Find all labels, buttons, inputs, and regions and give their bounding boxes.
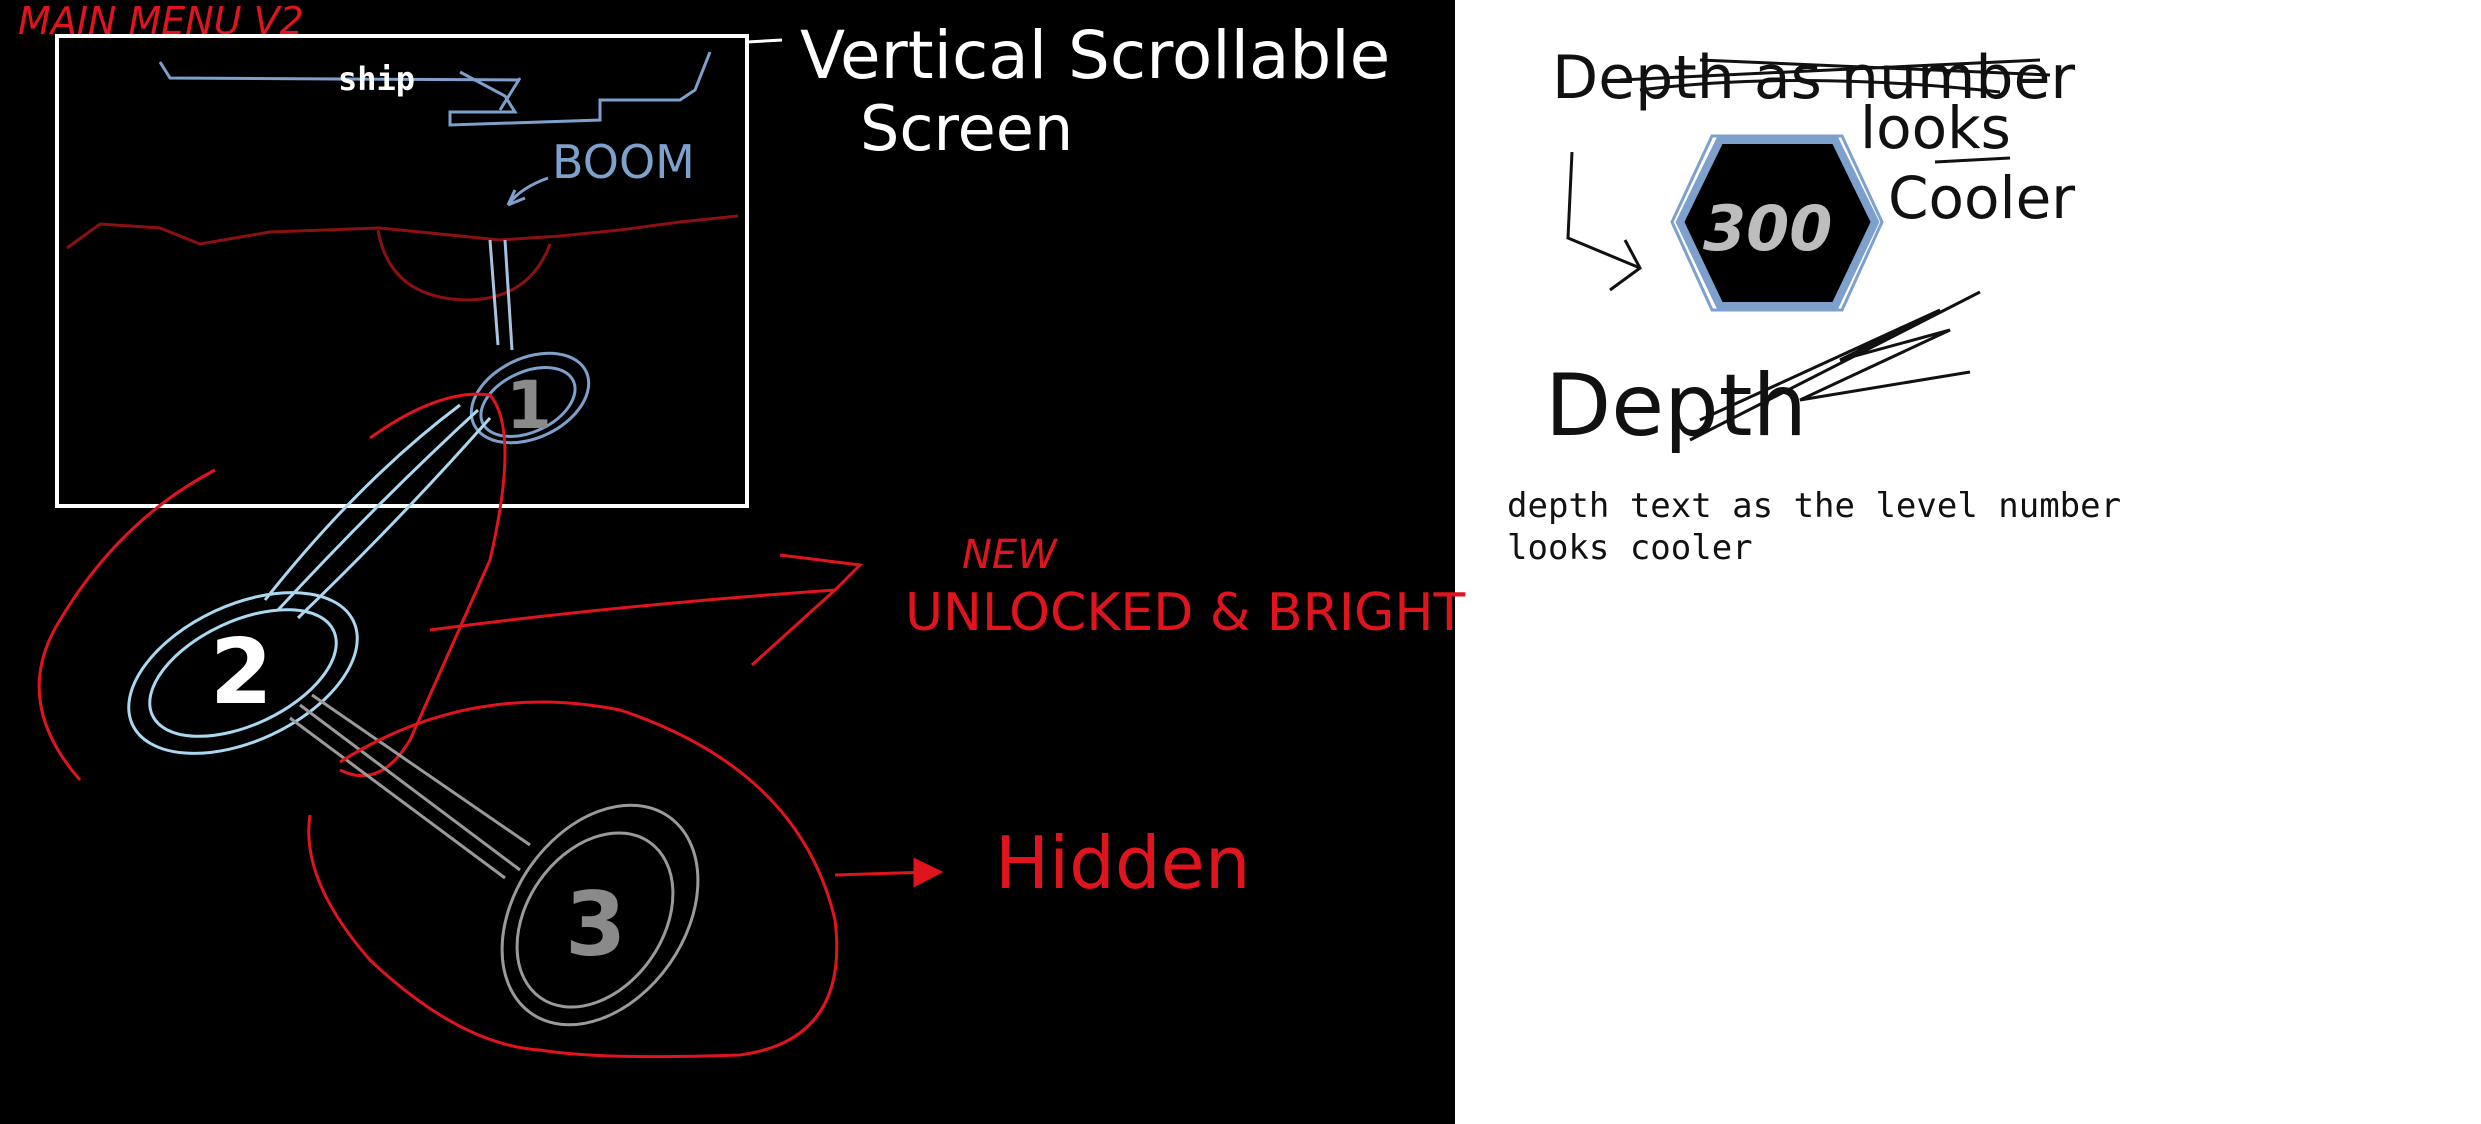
boom-arrow [506,176,549,207]
connector-2-3 [289,693,531,880]
note-cooler: Cooler [1888,164,2075,232]
screen-frame [55,34,749,508]
hidden-loop [307,700,839,1059]
note-line-2: looks cooler [1507,528,1753,568]
level-number-3: 3 [565,873,626,976]
unlocked-label: UNLOCKED & BRIGHT [905,583,1465,643]
note-connector [1934,156,2011,164]
scroll-note-line2: Screen [860,92,1073,165]
hidden-arrow [834,857,944,888]
crater-line [376,229,552,302]
ship-label: ship [338,60,415,98]
unlocked-arrow [429,553,864,667]
depth-value: 300 [1703,192,1832,265]
level-node-1[interactable]: 1 [457,336,603,461]
new-label: NEW [962,532,1058,578]
dark-sketch-panel [0,0,1455,1124]
design-note: depth text as the level number looks coo… [1507,485,2407,569]
depth-hexagon-badge: 300 [1670,134,1884,312]
depth-scribble [1689,290,1981,442]
note-looks: looks [1860,94,2011,162]
surface-line [66,214,739,250]
level-number-2: 2 [210,620,273,725]
bright-loop [37,392,507,781]
level-node-2[interactable]: 2 [104,560,383,786]
level-number-1: 1 [506,367,552,444]
scroll-note-line1: Vertical Scrollable [800,17,1390,94]
strike-lines [1619,58,2051,94]
drop-cable [488,239,514,351]
frame-leader-line [746,38,783,44]
depth-word: Depth [1545,356,1807,456]
connector-1-2 [263,403,492,620]
ship-sketch [158,51,712,127]
boom-label: BOOM [552,135,695,189]
badge-pointer-arrow [1566,151,1642,292]
level-node-3[interactable]: 3 [462,768,739,1062]
hidden-label: Hidden [995,821,1250,905]
note-line-1: depth text as the level number [1507,486,2122,526]
